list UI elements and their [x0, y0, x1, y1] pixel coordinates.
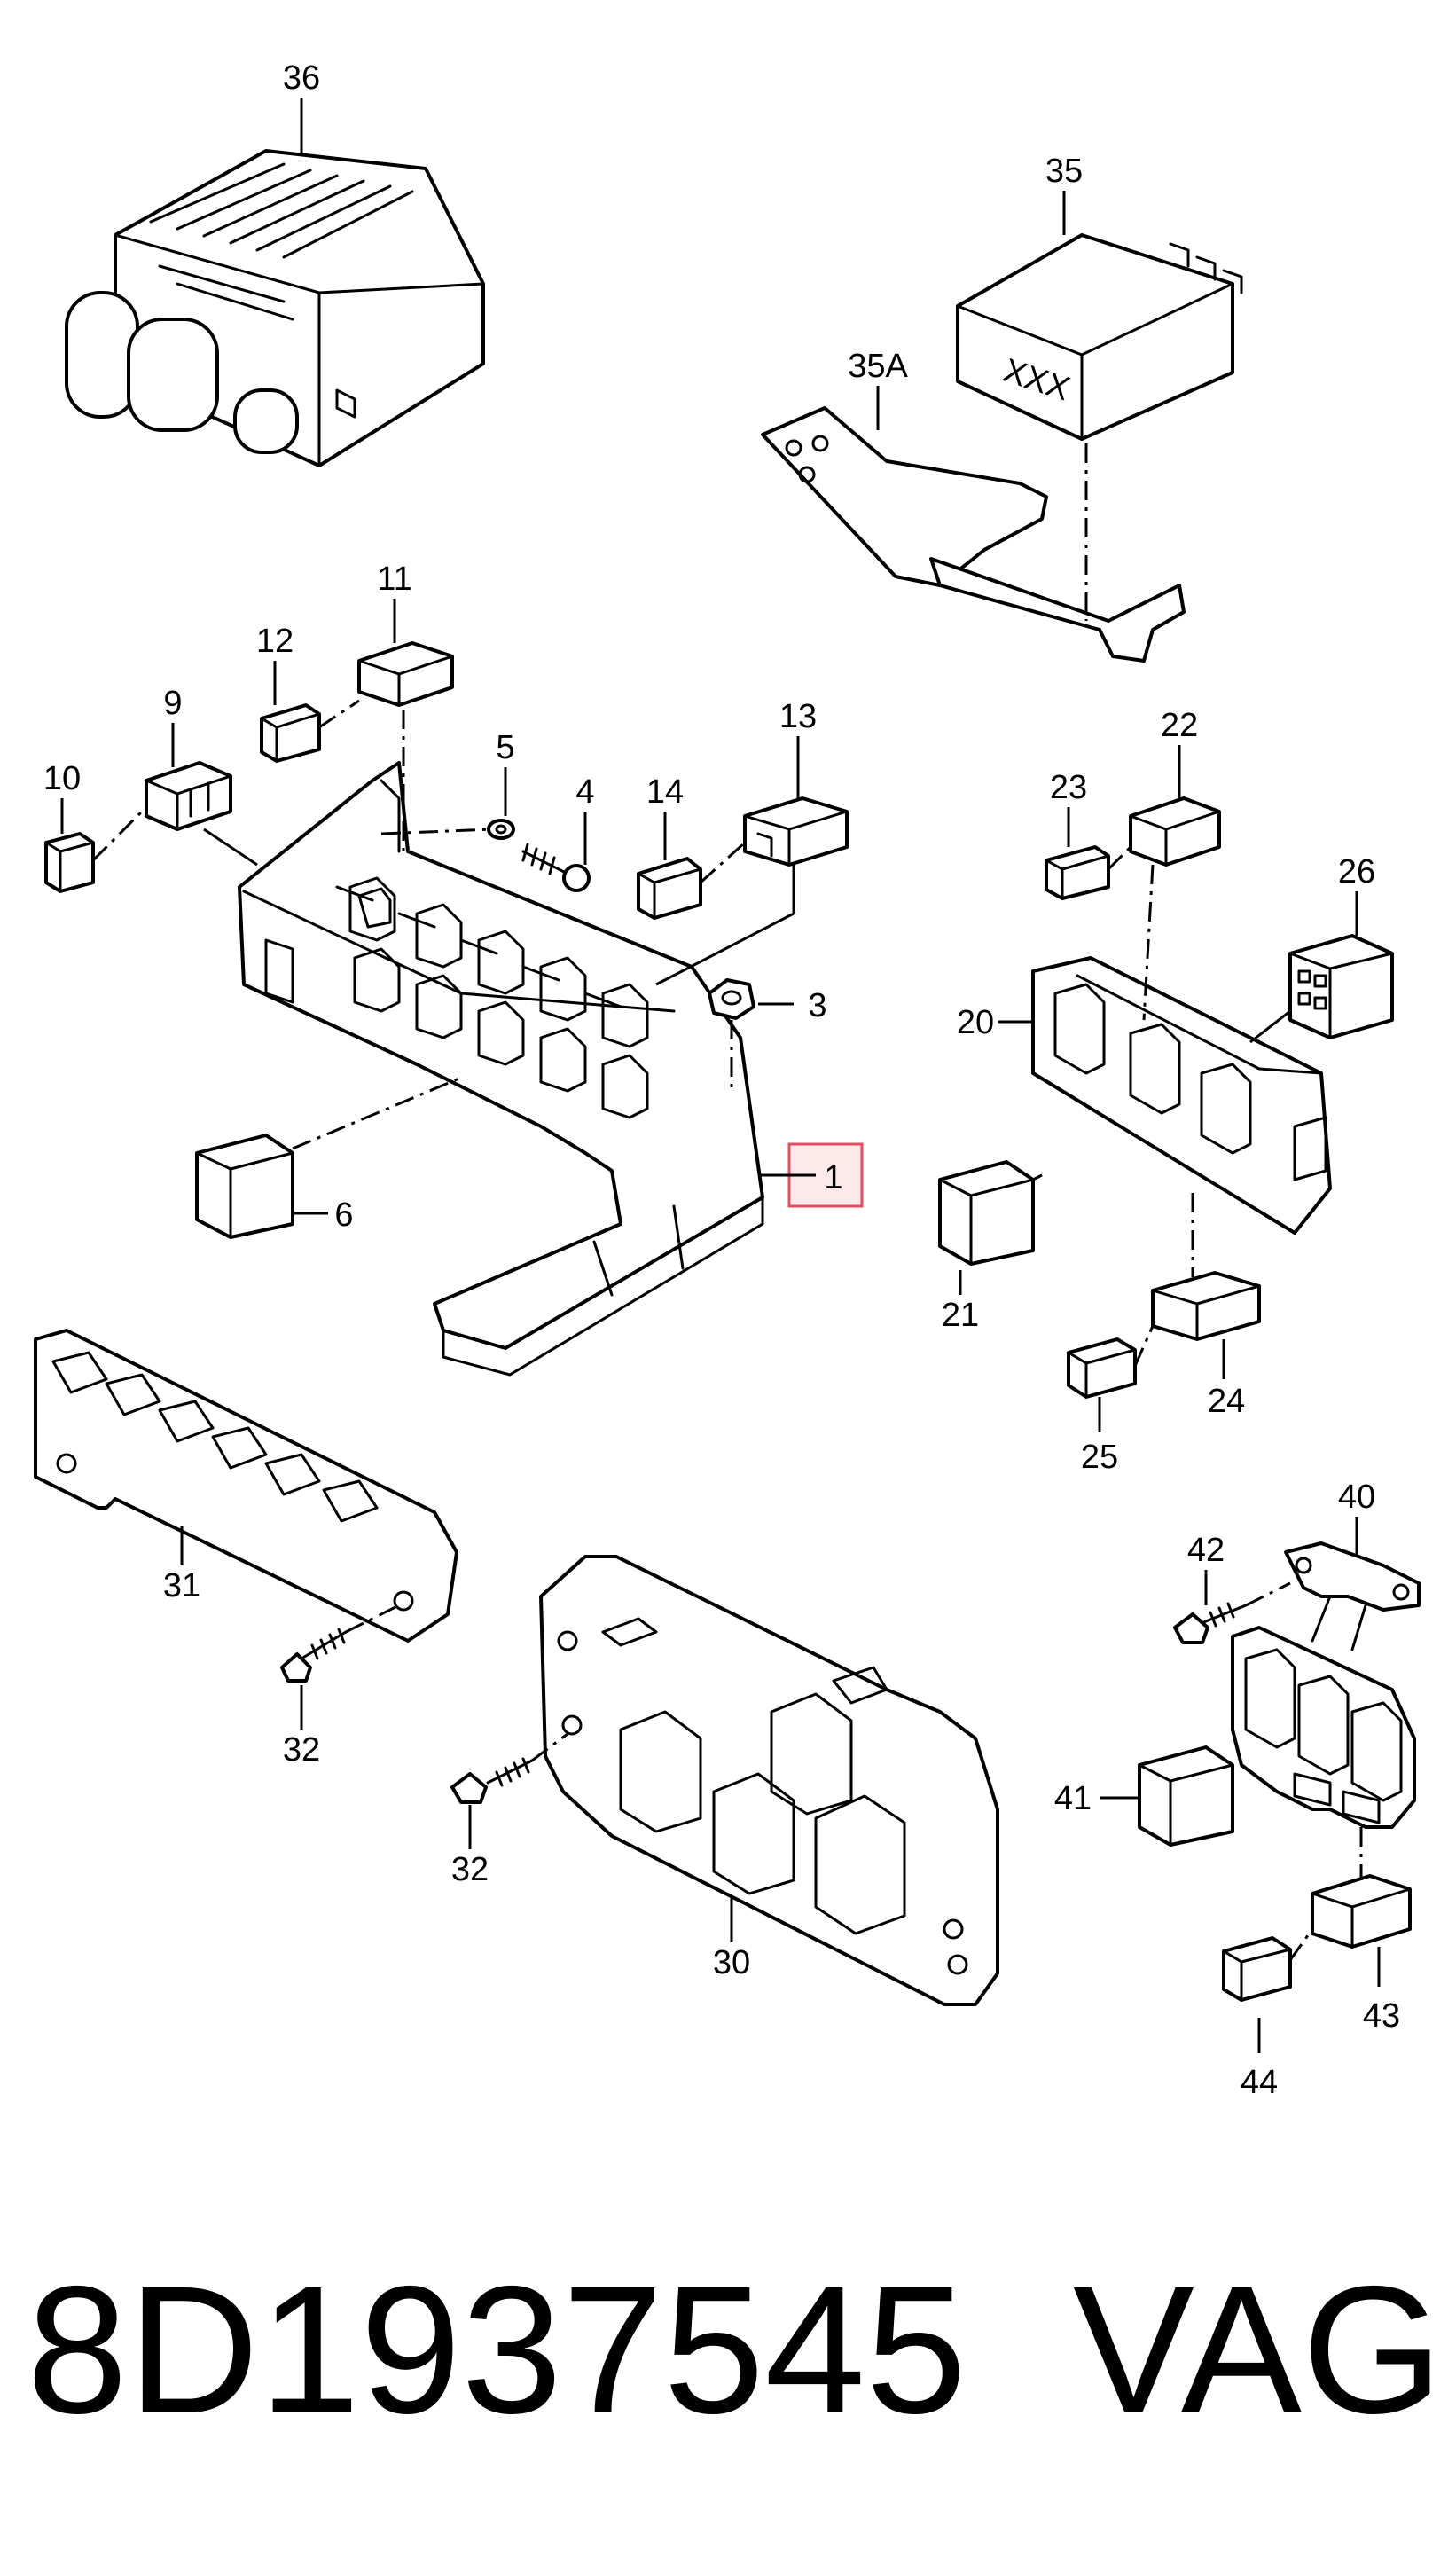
callout-22: 22	[1161, 707, 1198, 744]
callout-32b: 32	[451, 1851, 489, 1888]
part-12-plug	[260, 703, 321, 763]
callout-40: 40	[1338, 1479, 1375, 1516]
part-35-relay: XXX	[956, 233, 1243, 441]
callout-31: 31	[163, 1567, 200, 1604]
callout-30: 30	[713, 1944, 750, 1981]
callout-25: 25	[1081, 1439, 1118, 1476]
callout-23: 23	[1050, 769, 1087, 806]
callout-3: 3	[808, 987, 826, 1024]
callout-13: 13	[779, 698, 817, 735]
callout-43: 43	[1363, 1997, 1400, 2035]
part-41-relay-cube	[1138, 1745, 1234, 1847]
part-1-relay-carrier	[238, 761, 764, 1377]
part-23-plug	[1045, 845, 1110, 900]
part-32a-screw	[280, 1628, 348, 1683]
part-40-relay-carrier-body	[1231, 1626, 1416, 1829]
callout-24: 24	[1208, 1383, 1245, 1420]
part-32b-screw	[450, 1757, 534, 1804]
part-26-multipin-plug	[1288, 934, 1394, 1039]
part-44-plug	[1222, 1936, 1292, 2002]
callout-5: 5	[496, 729, 514, 766]
part-22-connector	[1129, 796, 1221, 867]
part-11-connector	[357, 641, 454, 707]
part-6-relay-cube	[195, 1134, 294, 1239]
callout-11: 11	[377, 561, 411, 598]
callout-35: 35	[1045, 153, 1083, 190]
callout-35A: 35A	[848, 348, 908, 385]
callout-4: 4	[575, 773, 594, 811]
callout-1-highlight-box	[787, 1142, 864, 1208]
part-20-relay-plate	[1031, 956, 1332, 1235]
part-24-connector	[1151, 1271, 1261, 1341]
brand-label: VAG	[1073, 2248, 1444, 2451]
part-35A-bracket	[761, 406, 1186, 663]
part-10-plug	[44, 832, 95, 893]
callout-41: 41	[1054, 1780, 1092, 1817]
part-36-module	[65, 149, 485, 467]
part-31-relay-strip	[34, 1329, 458, 1643]
callout-10: 10	[43, 760, 81, 797]
part-9-connector-holder	[145, 761, 232, 831]
callout-9: 9	[163, 685, 182, 722]
callout-14: 14	[646, 773, 684, 811]
callout-32a: 32	[283, 1731, 320, 1769]
part-13-connector	[743, 796, 849, 867]
part-5-washer	[487, 819, 515, 840]
callout-1: 1	[824, 1159, 842, 1196]
part-3-nut	[708, 978, 755, 1020]
callout-44: 44	[1241, 2064, 1278, 2101]
callout-36: 36	[283, 59, 320, 97]
part-21-relay-cube	[938, 1160, 1035, 1266]
part-42-screw	[1173, 1602, 1248, 1644]
callout-6: 6	[334, 1196, 353, 1234]
callout-21: 21	[942, 1297, 979, 1334]
part-25-plug	[1067, 1337, 1137, 1399]
callout-42: 42	[1187, 1532, 1225, 1569]
part-4-screw	[521, 843, 591, 892]
callout-20: 20	[957, 1004, 994, 1041]
callout-26: 26	[1338, 853, 1375, 890]
part-40-bracket	[1284, 1541, 1421, 1651]
part-30-relay-panel	[539, 1555, 999, 2006]
part-14-plug	[637, 857, 702, 920]
part-number-label: 8D1937545	[27, 2248, 967, 2451]
callout-12: 12	[256, 623, 294, 660]
part-43-connector	[1311, 1874, 1412, 1949]
